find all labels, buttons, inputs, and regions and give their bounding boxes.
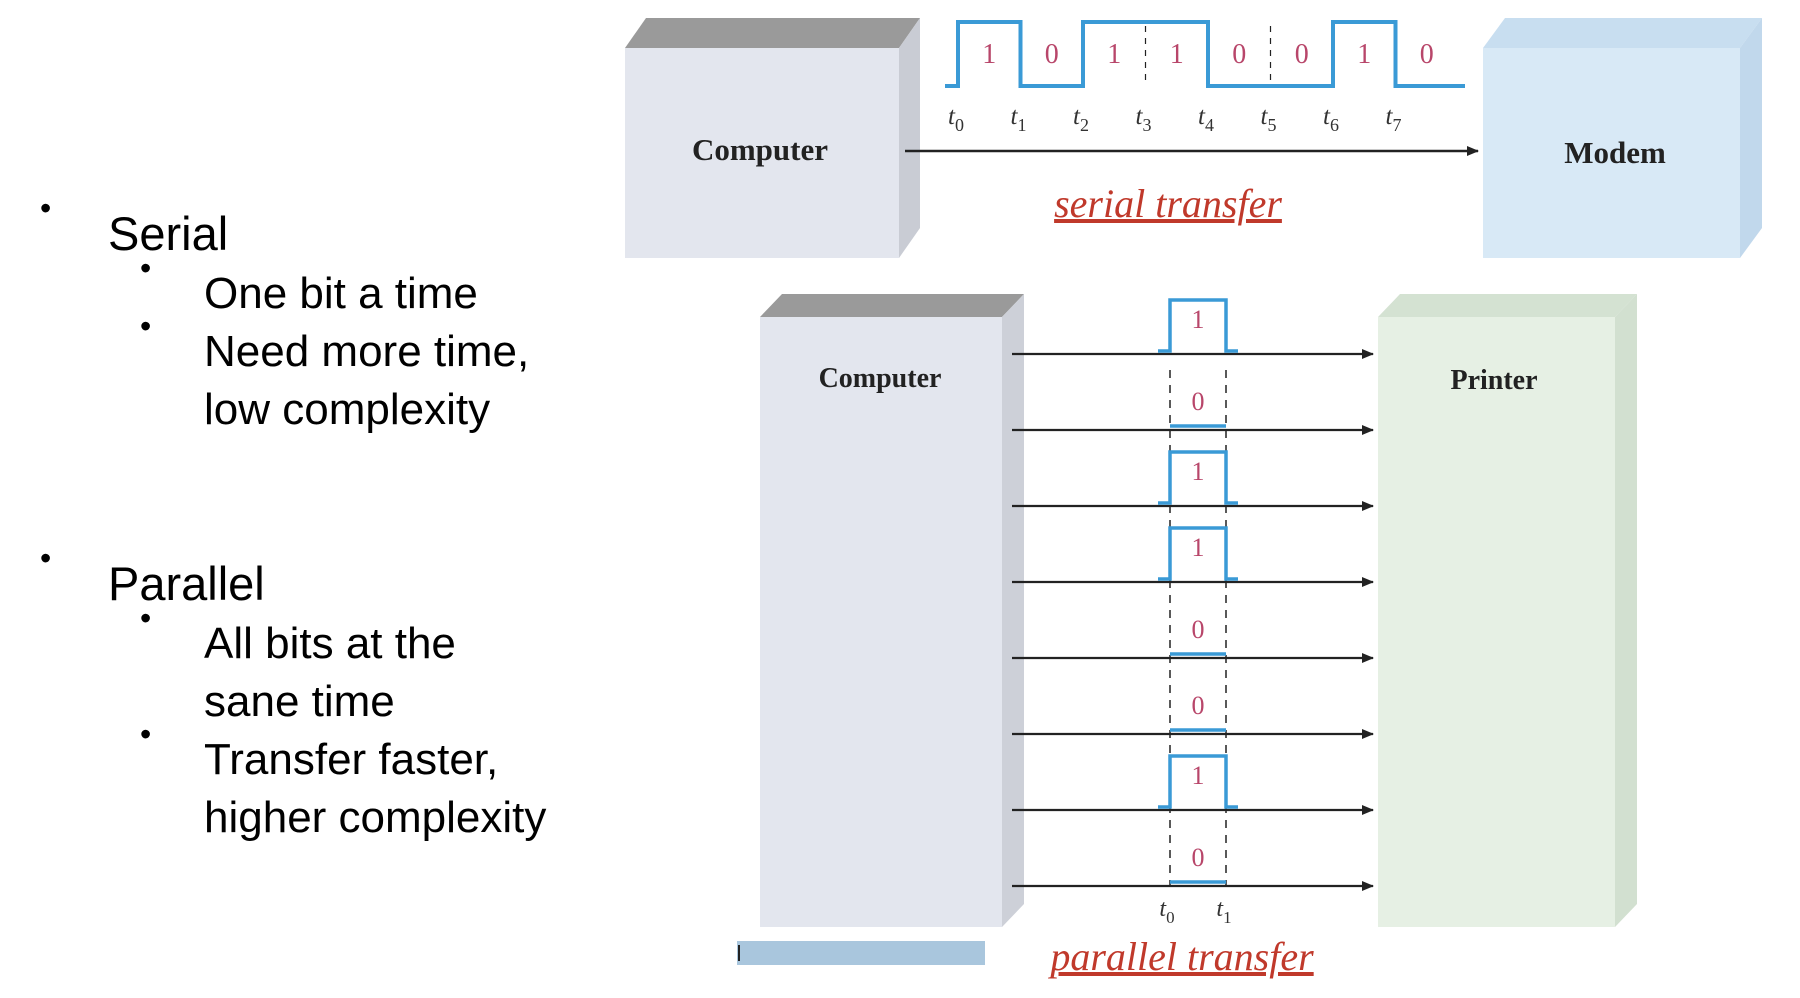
- serial-dest-label: Modem: [1564, 135, 1666, 170]
- box-front-face: [1483, 48, 1740, 258]
- box-front-face: [625, 48, 899, 258]
- modem-box: Modem: [1483, 18, 1762, 258]
- serial-bit-label: 1: [982, 39, 996, 70]
- serial-time-label: t5: [1261, 103, 1277, 135]
- bullet-dot: •: [140, 716, 152, 752]
- box-side-face: [1002, 294, 1024, 927]
- serial-bit-label: 0: [1420, 39, 1434, 70]
- parallel-computer-box: Computer: [760, 294, 1024, 927]
- serial-caption: serial transfer: [1054, 181, 1282, 226]
- serial-computer-box: Computer: [625, 18, 920, 258]
- parallel-pulse: [1158, 450, 1238, 505]
- parallel-bit-label: 0: [1192, 843, 1205, 872]
- serial-bit-label: 1: [1107, 39, 1121, 70]
- serial-bit-label: 0: [1295, 39, 1309, 70]
- bullet-dot: •: [140, 250, 152, 286]
- bullet-dot: •: [40, 540, 52, 576]
- bullet-dot: •: [40, 190, 52, 226]
- parallel-time-labels: t0 t1: [1159, 896, 1231, 927]
- parallel-heading: Parallel: [108, 557, 265, 610]
- parallel-dest-label: Printer: [1450, 365, 1537, 396]
- serial-time-label: t7: [1386, 103, 1402, 135]
- box-side-face: [1740, 18, 1762, 258]
- serial-point: Need more time,: [204, 327, 530, 376]
- box-front-face: [1378, 317, 1615, 927]
- parallel-time-label: t0: [1159, 896, 1174, 927]
- serial-time-label: t3: [1136, 103, 1152, 135]
- parallel-point: Transfer faster,: [204, 735, 499, 784]
- parallel-bit-label: 1: [1192, 457, 1205, 486]
- parallel-bit-label: 1: [1192, 533, 1205, 562]
- serial-bit-label: 1: [1357, 39, 1371, 70]
- parallel-pulse: [1158, 754, 1238, 809]
- bullet-dot: •: [140, 308, 152, 344]
- serial-bit-label: 1: [1170, 39, 1184, 70]
- parallel-point: higher complexity: [204, 793, 547, 842]
- serial-point: One bit a time: [204, 269, 478, 318]
- box-side-face: [1615, 294, 1637, 927]
- serial-heading: Serial: [108, 207, 229, 260]
- bullet-list: • Serial • One bit a time • Need more ti…: [0, 0, 640, 998]
- parallel-bit-label: 0: [1192, 691, 1205, 720]
- parallel-point: sane time: [204, 677, 395, 726]
- box-top-face: [760, 294, 1024, 317]
- serial-time-label: t6: [1323, 103, 1339, 135]
- box-top-face: [1378, 294, 1637, 317]
- parallel-bit-label: 0: [1192, 387, 1205, 416]
- serial-signal-line: [945, 20, 1465, 88]
- box-front-face: [760, 317, 1002, 927]
- parallel-caption: parallel transfer: [1047, 934, 1314, 979]
- serial-waveform: 1 0 1 1 0 0 1 0 t0 t1 t2 t3 t4 t5 t6 t7: [945, 20, 1465, 135]
- parallel-bit-label: 1: [1192, 761, 1205, 790]
- box-top-face: [1483, 18, 1762, 48]
- bullet-dot: •: [140, 600, 152, 636]
- parallel-bit-label: 1: [1192, 305, 1205, 334]
- serial-source-label: Computer: [692, 132, 828, 167]
- parallel-lines: 1 0 1 1 0 0 1 0: [1012, 298, 1374, 891]
- parallel-point: All bits at the: [204, 619, 456, 668]
- parallel-time-label: t1: [1216, 896, 1231, 927]
- serial-time-label: t4: [1198, 103, 1214, 135]
- parallel-pulse: [1158, 298, 1238, 353]
- serial-time-label: t2: [1073, 103, 1089, 135]
- parallel-pulse: [1158, 526, 1238, 581]
- parallel-bit-label: 0: [1192, 615, 1205, 644]
- serial-time-label: t1: [1011, 103, 1027, 135]
- parallel-source-label: Computer: [819, 363, 942, 394]
- box-top-face: [625, 18, 920, 48]
- box-side-face: [899, 18, 920, 258]
- serial-time-label: t0: [948, 103, 964, 135]
- serial-bit-label: 0: [1045, 39, 1059, 70]
- serial-point: low complexity: [204, 385, 491, 434]
- legend-bar: [737, 941, 985, 965]
- serial-bit-label: 0: [1232, 39, 1246, 70]
- printer-box: Printer: [1378, 294, 1637, 927]
